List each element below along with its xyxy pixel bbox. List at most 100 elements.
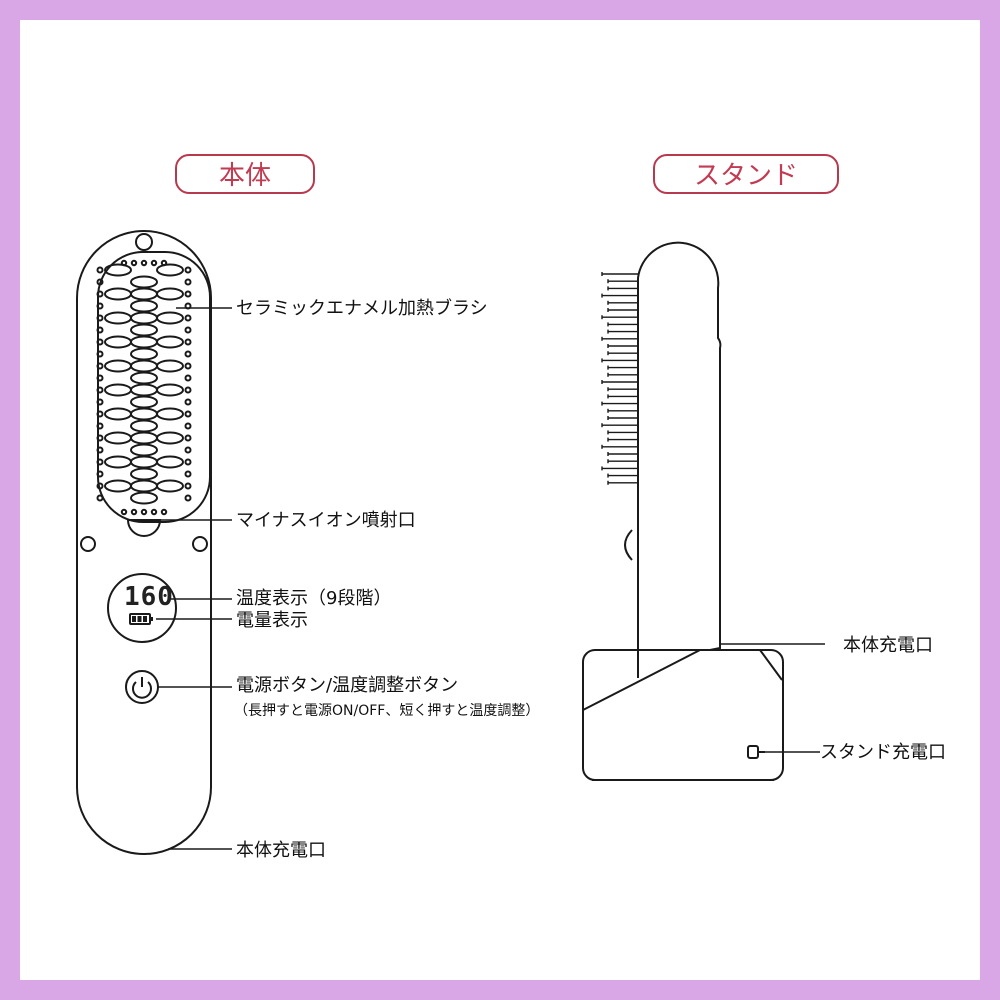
side-button-bump — [624, 529, 633, 561]
bristle-dot — [96, 314, 104, 322]
bristle-oval — [104, 455, 132, 469]
top-dot — [135, 233, 153, 251]
bristle-dot — [96, 290, 104, 298]
bristle-dot — [96, 434, 104, 442]
bristle-dot — [184, 350, 192, 358]
bristle-oval — [130, 311, 158, 325]
bristle-dot — [96, 338, 104, 346]
bristle-dot — [184, 422, 192, 430]
bristle-dot — [140, 259, 148, 267]
bristle-dot — [184, 494, 192, 502]
side-dot-right — [192, 536, 208, 552]
label-power-note: （長押すと電源ON/OFF、短く押すと温度調整） — [234, 703, 540, 719]
label-ion-outlet: マイナスイオン噴射口 — [236, 510, 416, 531]
bristle-oval — [130, 479, 158, 493]
bristle-oval — [130, 467, 158, 481]
bristle-dot — [96, 362, 104, 370]
bristle-dot — [96, 326, 104, 334]
bristle-dot — [160, 508, 168, 516]
bristle-oval — [156, 479, 184, 493]
bristle-oval — [130, 299, 158, 313]
bristle-dot — [96, 410, 104, 418]
bristle-oval — [104, 479, 132, 493]
label-stand-body-charging-port: 本体充電口 — [843, 635, 933, 656]
bristle-dot — [184, 434, 192, 442]
bristle-dot — [184, 398, 192, 406]
bristle-dot — [184, 374, 192, 382]
bristle-oval — [104, 263, 132, 277]
bristle-oval — [104, 311, 132, 325]
bristle-dot — [130, 508, 138, 516]
bristle-dot — [96, 398, 104, 406]
bristle-dot — [96, 278, 104, 286]
stand-brush-outline — [637, 241, 722, 678]
bristle-dot — [96, 494, 104, 502]
bristle-oval — [130, 419, 158, 433]
display-ring — [107, 573, 177, 643]
bristle-oval — [130, 335, 158, 349]
brush-body-outline — [76, 230, 212, 855]
bristle-oval — [130, 443, 158, 457]
diagram-frame: 本体 スタンド 160 セラミックエナメル加熱ブラシ マイナスイオン噴射口 温度… — [20, 20, 980, 980]
base-top — [582, 649, 783, 711]
bristle-dot — [96, 482, 104, 490]
bristle-oval — [130, 347, 158, 361]
bristle-oval — [156, 287, 184, 301]
side-dot-left — [80, 536, 96, 552]
bristle-dot — [184, 362, 192, 370]
bristle-oval — [156, 455, 184, 469]
bristle-oval — [130, 359, 158, 373]
bristle-oval — [130, 407, 158, 421]
charging-base — [582, 649, 784, 781]
bristle-oval — [104, 287, 132, 301]
bristle-dot — [184, 266, 192, 274]
bristle-dot — [96, 470, 104, 478]
temperature-readout: 160 — [124, 582, 174, 612]
bristle-oval — [104, 431, 132, 445]
bristle-oval — [130, 371, 158, 385]
bristle-dot — [120, 259, 128, 267]
bristle-dot — [184, 446, 192, 454]
bristle-oval — [156, 359, 184, 373]
bristle-dot — [184, 470, 192, 478]
bristle-dot — [96, 266, 104, 274]
bristle-oval — [130, 395, 158, 409]
bristle-oval — [104, 407, 132, 421]
bristle-oval — [130, 323, 158, 337]
bristle-oval — [130, 383, 158, 397]
battery-icon — [129, 613, 153, 625]
bristle-oval — [156, 431, 184, 445]
bristle-dot — [150, 259, 158, 267]
bristle-oval — [156, 407, 184, 421]
bristle-dot — [140, 508, 148, 516]
bristle-oval — [130, 455, 158, 469]
bristle-pad — [97, 251, 211, 523]
bristle-oval — [130, 491, 158, 505]
bristle-oval — [156, 263, 184, 277]
bristle-dot — [184, 326, 192, 334]
product-illustration — [76, 230, 825, 855]
bristle-dot — [184, 458, 192, 466]
bristle-oval — [104, 383, 132, 397]
bristle-dot — [96, 386, 104, 394]
bristle-oval — [156, 311, 184, 325]
side-bristles — [601, 272, 638, 485]
label-temperature-display: 温度表示（9段階） — [236, 588, 392, 609]
bristle-oval — [104, 335, 132, 349]
charge-port-icon — [747, 745, 765, 759]
label-body-charging-port: 本体充電口 — [236, 840, 326, 861]
bristle-dot — [184, 410, 192, 418]
bristle-oval — [130, 275, 158, 289]
bristle-dot — [120, 508, 128, 516]
bristle-dot — [96, 422, 104, 430]
label-battery-display: 電量表示 — [236, 610, 308, 631]
bristle-dot — [96, 458, 104, 466]
bristle-dot — [130, 259, 138, 267]
bristle-oval — [156, 335, 184, 349]
bristle-oval — [130, 431, 158, 445]
bristle-dot — [96, 302, 104, 310]
bristle-dot — [184, 278, 192, 286]
label-stand-charging-port: スタンド充電口 — [820, 742, 946, 763]
bristle-oval — [104, 359, 132, 373]
stand-header: スタンド — [653, 154, 839, 194]
